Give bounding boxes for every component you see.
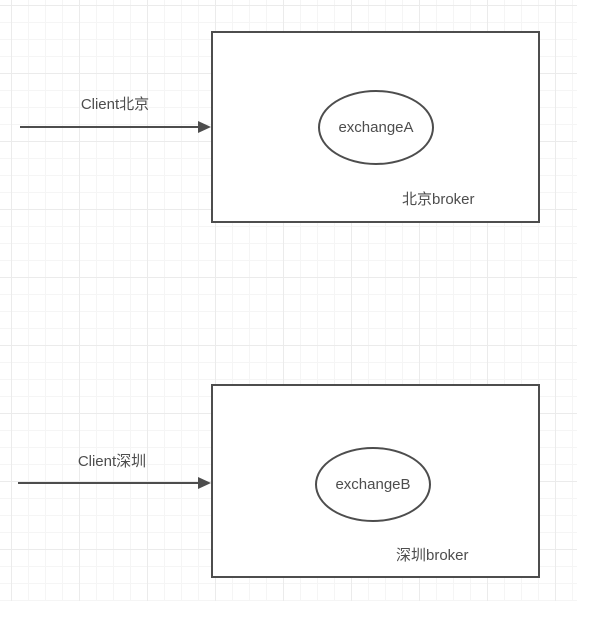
broker-shenzhen-label: 深圳broker [396,547,469,564]
arrowhead-right-icon [198,477,211,489]
arrow-client-shenzhen[interactable] [18,482,198,484]
client-beijing-label[interactable]: Client北京 [80,96,150,113]
arrow-client-beijing[interactable] [20,126,200,128]
broker-box-beijing[interactable]: exchangeA 北京broker [211,31,540,223]
exchange-a-label: exchangeA [338,119,414,136]
exchange-b-label: exchangeB [335,476,411,493]
client-shenzhen-label[interactable]: Client深圳 [77,453,147,470]
exchange-b-ellipse[interactable]: exchangeB [315,447,431,522]
exchange-a-ellipse[interactable]: exchangeA [318,90,434,165]
arrowhead-right-icon [198,121,211,133]
broker-beijing-label: 北京broker [402,191,475,208]
broker-box-shenzhen[interactable]: exchangeB 深圳broker [211,384,540,578]
